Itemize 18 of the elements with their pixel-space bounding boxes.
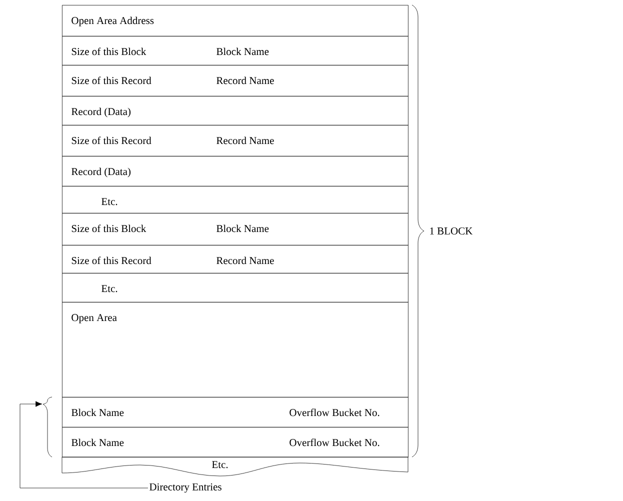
table-row: Size of this Record Record Name — [62, 125, 408, 156]
table-row: Record (Data) — [62, 96, 408, 126]
callout-text: Directory Entries — [150, 483, 222, 493]
table-row: Size of this Record Record Name — [62, 65, 408, 96]
table-row: Record (Data) — [62, 156, 408, 186]
table-row: Etc. — [62, 273, 408, 302]
table-row: Size of this Record Record Name — [62, 245, 408, 274]
table-row: Size of this Block Block Name — [62, 213, 408, 246]
table-row: Etc. — [62, 456, 408, 476]
table-row: Block Name Overflow Bucket No. — [62, 397, 408, 428]
leader-line — [20, 401, 148, 488]
brace — [42, 396, 52, 458]
table-row: Size of this Block Block Name — [62, 36, 408, 66]
table-row: Open Area Address — [62, 5, 408, 36]
table-row: Etc. — [62, 186, 408, 214]
table-row: Block Name Overflow Bucket No. — [62, 427, 408, 458]
brace-label: 1 BLOCK — [430, 227, 473, 235]
table-row: Open Area — [62, 302, 408, 398]
